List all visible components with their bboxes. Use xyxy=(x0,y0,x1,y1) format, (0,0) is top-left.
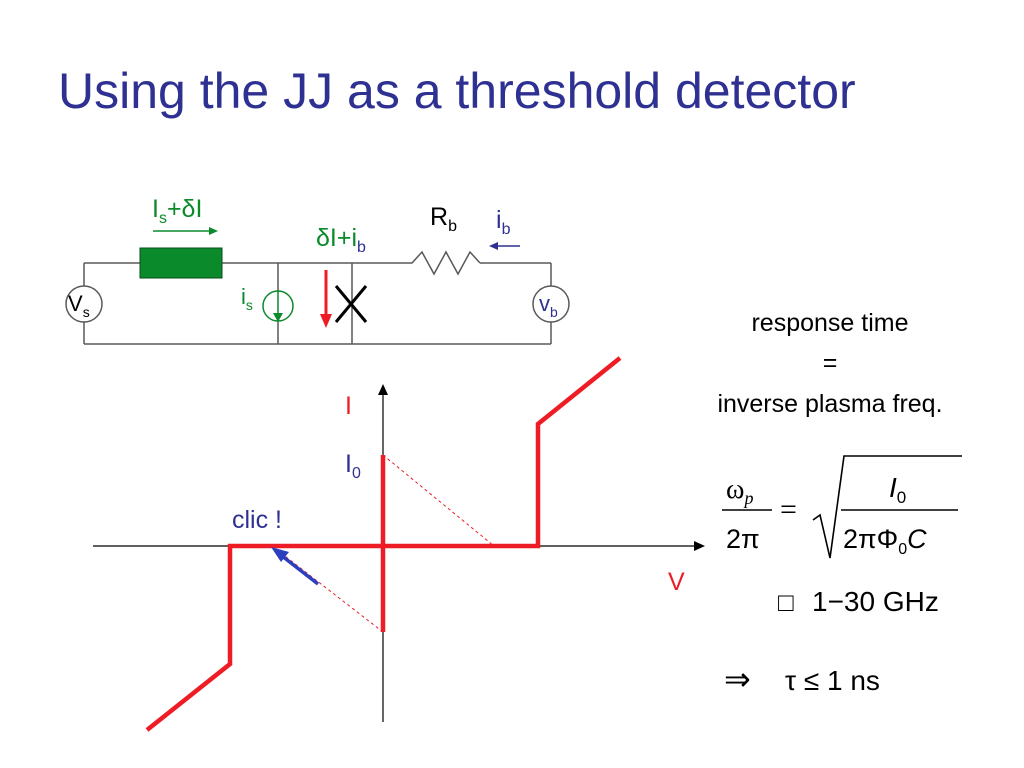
current-source-label: is xyxy=(241,284,253,313)
junction-current-label: δI+ib xyxy=(316,224,366,256)
bias-current-label: Is+δI xyxy=(152,195,202,227)
omega-p: ωp xyxy=(726,474,753,508)
x-axis-label: V xyxy=(668,568,685,596)
right-arrow-icon xyxy=(153,227,218,235)
cross-x-icon xyxy=(334,285,368,323)
zigzag-resistor-icon xyxy=(400,250,481,276)
tau-relation: τ ≤ 1 ns xyxy=(785,665,880,696)
plasma-frequency-formula: ωp 2π = I0 2πΦ0C □ 1−30 GHz ⇒ τ ≤ 1 ns xyxy=(722,455,962,697)
sqrt-denominator: 2πΦ0C xyxy=(843,524,927,558)
iv-plot: I V I0 clic ! xyxy=(93,356,705,732)
click-arrow-icon xyxy=(271,547,320,586)
placeholder-glyph: □ xyxy=(778,587,794,617)
iv-trace-lower xyxy=(145,543,383,732)
formula-equals: = xyxy=(780,493,797,526)
y-axis-label: I xyxy=(345,392,352,420)
response-line-1: response time xyxy=(751,309,909,337)
implies-arrow: ⇒ xyxy=(724,661,751,697)
sqrt-numerator: I0 xyxy=(889,472,906,507)
iv-trace-upper xyxy=(383,356,622,549)
junction-current-arrow-icon xyxy=(320,270,332,328)
response-line-3: inverse plasma freq. xyxy=(717,390,943,418)
circle-source-icon xyxy=(65,285,103,323)
voltage-source-label: Vs xyxy=(68,291,90,320)
circuit: Is+δI Vs is δI+ib xyxy=(65,195,570,345)
output-source-label: vb xyxy=(539,291,558,320)
current-source-arrow-icon xyxy=(262,290,294,322)
frequency-range: 1−30 GHz xyxy=(812,586,939,617)
left-arrow-icon xyxy=(489,242,520,250)
critical-current-label: I0 xyxy=(345,450,361,482)
two-pi: 2π xyxy=(726,524,760,554)
bias-return-label: ib xyxy=(496,206,511,238)
sqrt-sign xyxy=(812,455,962,559)
series-element-block xyxy=(139,247,223,279)
resistor-label: Rb xyxy=(430,203,457,235)
slide-title: Using the JJ as a threshold detector xyxy=(58,63,856,119)
output-source-icon xyxy=(532,285,570,323)
dashed-line-lower xyxy=(271,545,384,633)
click-label: clic ! xyxy=(232,506,282,534)
dashed-line-upper xyxy=(382,454,495,547)
response-line-2: = xyxy=(822,349,838,377)
